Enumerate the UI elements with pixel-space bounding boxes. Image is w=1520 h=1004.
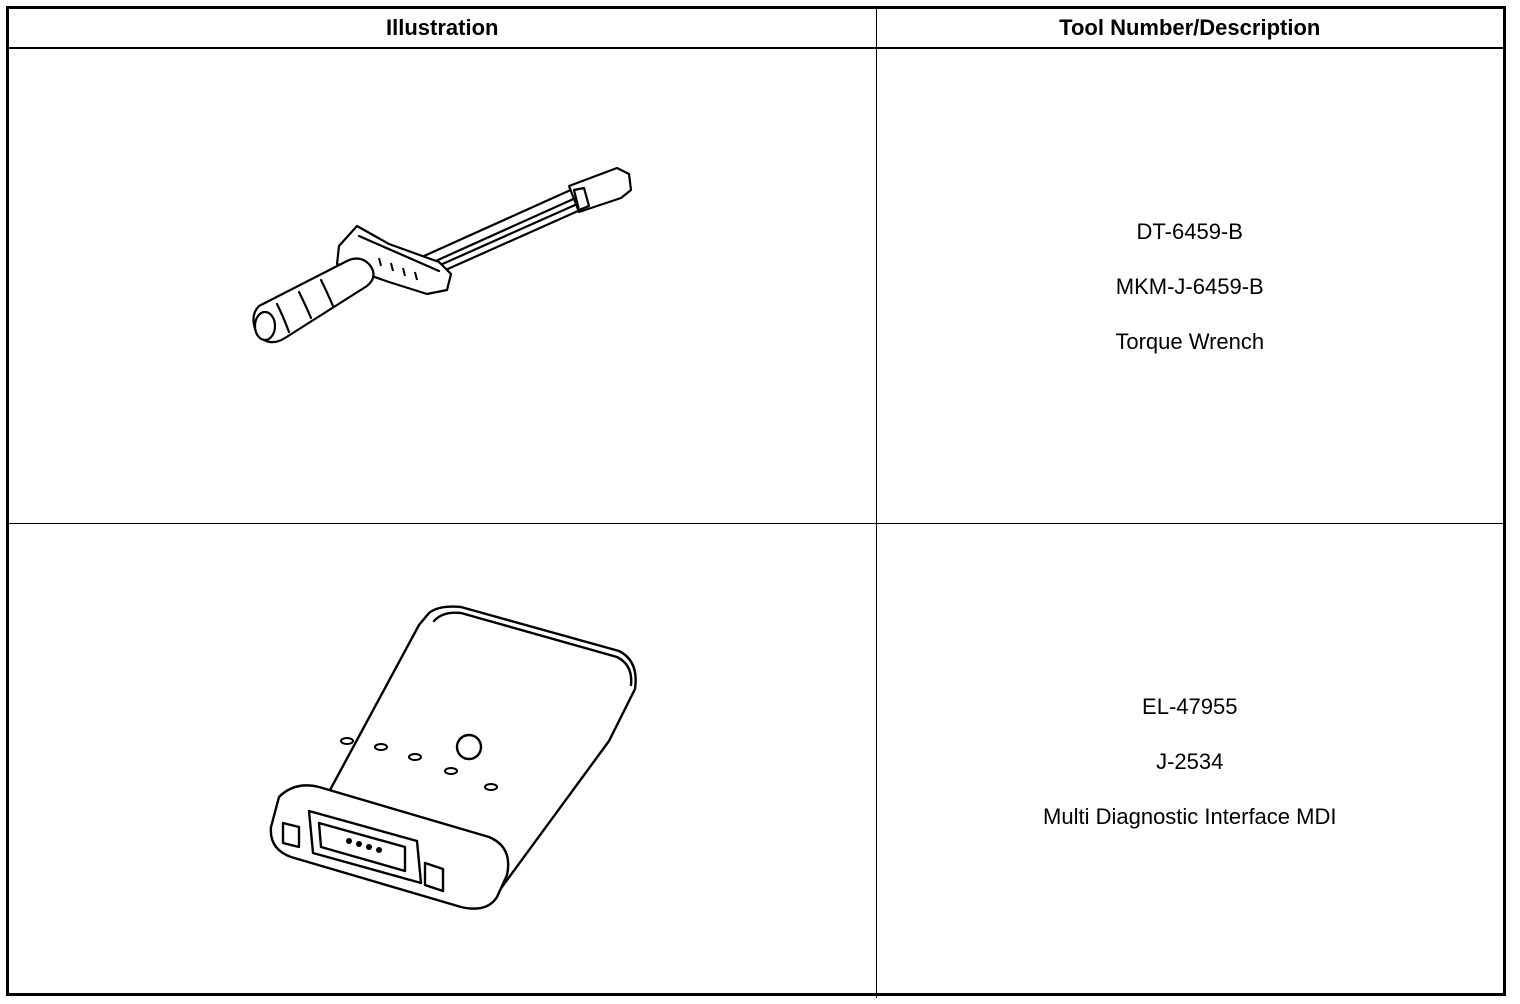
tool-description-cell: DT-6459-B MKM-J-6459-B Torque Wrench [875, 47, 1503, 524]
torque-wrench-icon [252, 166, 633, 344]
special-tools-table: Illustration Tool Number/Description [9, 9, 1503, 998]
header-row: Illustration Tool Number/Description [9, 9, 1503, 49]
tool-name: Torque Wrench [1115, 328, 1265, 354]
tool-table-sheet: Illustration Tool Number/Description [6, 6, 1506, 998]
tool-alt-number: MKM-J-6459-B [1115, 273, 1264, 299]
tool-description-cell: EL-47955 J-2534 Multi Diagnostic Interfa… [875, 523, 1503, 998]
tool-alt-number: J-2534 [1156, 748, 1224, 774]
table-row: EL-47955 J-2534 Multi Diagnostic Interfa… [9, 523, 1503, 998]
illustration-cell [9, 523, 877, 998]
tool-description-header: Tool Number/Description [875, 9, 1503, 49]
tool-name: Multi Diagnostic Interface MDI [1043, 803, 1337, 829]
tool-number: EL-47955 [1142, 693, 1238, 719]
illustration-cell [9, 47, 877, 524]
diagnostic-interface-icon [269, 605, 637, 910]
illustration-header: Illustration [9, 9, 877, 49]
table-row: DT-6459-B MKM-J-6459-B Torque Wrench [9, 47, 1503, 524]
tool-number: DT-6459-B [1136, 218, 1243, 244]
